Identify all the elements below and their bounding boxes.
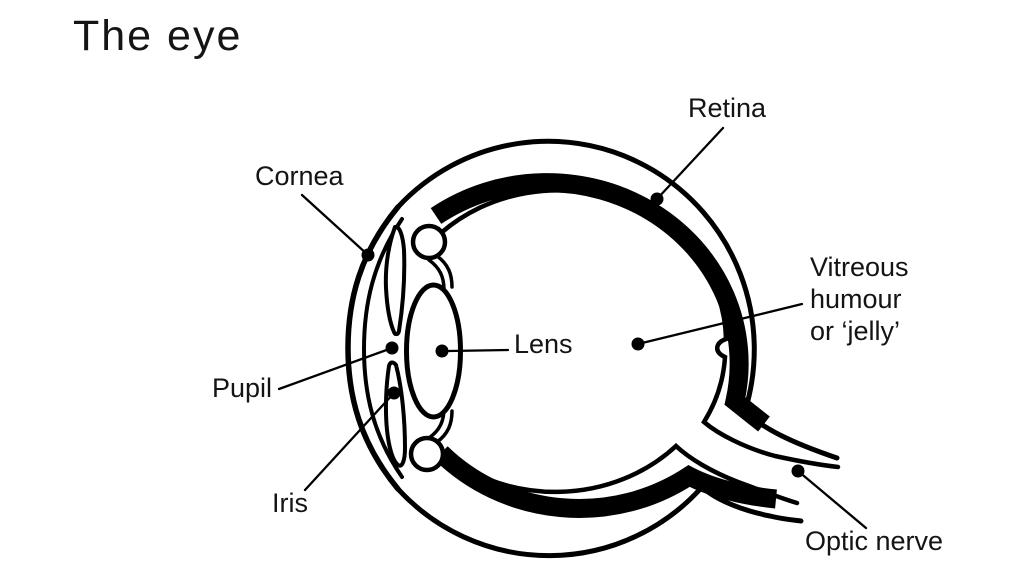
label-iris: Iris	[272, 488, 308, 518]
label-pupil: Pupil	[212, 373, 273, 403]
marker-dots	[361, 192, 805, 478]
label-vitreous-humour: Vitreous humour or ‘jelly’	[810, 252, 909, 346]
pupil-leader-line	[277, 346, 394, 391]
sclera-outer-wall-lower	[395, 483, 804, 559]
lens-marker-dot	[435, 344, 449, 358]
retina-band-lower	[434, 446, 777, 518]
ciliary-body-bottom	[408, 435, 446, 473]
inner-wall-upper-line	[438, 188, 841, 470]
leader-lines	[277, 126, 868, 530]
iris-marker-dot	[387, 386, 401, 400]
sclera-outer-wall-upper	[395, 138, 840, 461]
iris-upper-leaf	[383, 225, 407, 337]
cornea-leader-line	[300, 193, 370, 257]
vitreous-marker-dot	[631, 337, 645, 351]
pupil-marker-dot	[385, 341, 399, 355]
vitreous-leader-line	[636, 302, 804, 346]
retina-band-upper	[430, 173, 770, 432]
ciliary-body-top	[410, 223, 448, 261]
anterior-chamber-line	[361, 217, 404, 479]
optic-nerve-marker-dot	[791, 464, 805, 478]
cornea-marker-dot	[361, 248, 375, 262]
page-title: The eye	[73, 12, 243, 60]
label-retina: Retina	[688, 93, 767, 123]
iris-lower-leaf	[383, 360, 407, 468]
label-optic-nerve: Optic nerve	[805, 526, 944, 556]
retina-marker-dot	[650, 192, 664, 206]
lens-leader-line	[447, 348, 510, 353]
iris-leader-line	[303, 391, 396, 492]
retina-leader-line	[655, 126, 725, 201]
inner-wall-lower-line	[435, 442, 800, 506]
label-cornea: Cornea	[255, 161, 344, 191]
optic-nerve-leader-line	[796, 469, 868, 530]
label-lens: Lens	[514, 329, 573, 359]
